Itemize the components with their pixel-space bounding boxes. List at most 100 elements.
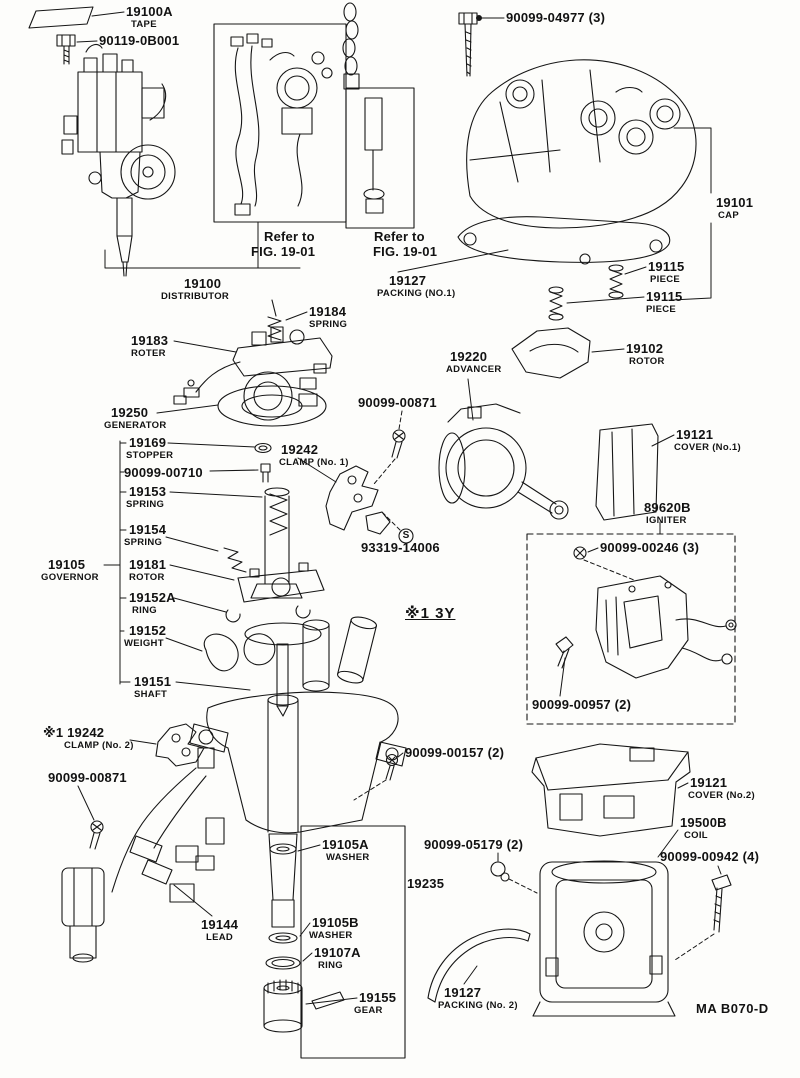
part-name: COIL [684,830,708,841]
grease-symbol [398,528,414,544]
part-name: LEAD [206,932,234,943]
part-name: STOPPER [126,450,174,461]
distributor-assembly [61,43,176,277]
part-number: 19153 [129,484,167,499]
bolt-00157-part [385,753,399,781]
part-name: WASHER [326,852,370,863]
rotor-19183-part [173,326,333,421]
refer-to-fig-1: Refer to FIG. 19-01 [251,229,315,259]
body-19235-box [300,825,406,1059]
label-spring-19154: 19154 SPRING [124,522,167,549]
label-packing-no2: 19127 PACKING (No. 2) [438,985,518,1012]
harness-box-2 [345,87,415,229]
label-screw-00957: 90099-00957 (2) [532,698,631,712]
label-packing-no1: 19127 PACKING (NO.1) [377,273,455,300]
bolt-90119-part [56,34,76,65]
label-body-19235: 19235 [407,877,444,891]
label-screw-00871-bottom: 90099-00871 [48,771,127,785]
cover-no2-part [531,743,691,837]
lead-19144-part [61,767,225,963]
packing-no2-part [427,928,531,1003]
part-number: 93319-14006 [361,540,440,555]
part-name: ROTOR [629,356,665,367]
part-number: 19169 [129,435,167,450]
label-spring-19153: 19153 SPRING [126,484,167,511]
label-screw-05179: 90099-05179 (2) [424,838,523,852]
label-ring-19152a: 19152A RING [129,590,176,617]
advancer-19220-part [438,403,569,520]
part-number: 19121 [690,775,728,790]
label-governor: 19105 GOVERNOR [41,557,99,584]
engine-note: ※1 3Y [405,605,456,622]
clamp-no1-part [325,465,391,535]
distributor-cap [466,59,697,229]
rotor-19102-part [511,327,591,379]
part-number: 90099-00871 [48,770,127,785]
clamp-no2-part [155,723,215,769]
part-name: WEIGHT [124,638,164,649]
grease-s-symbol: S [402,530,410,541]
label-screw-04977: 90099-04977 (3) [506,11,605,25]
part-name: CAP [718,210,739,221]
part-number: 19152A [129,590,176,605]
part-number: 19127 [444,985,482,1000]
part-name: GOVERNOR [41,572,99,583]
part-name: RING [132,605,157,616]
part-number: 90099-00710 [124,465,203,480]
label-screw-00157: 90099-00157 (2) [405,746,504,760]
part-name: PACKING (NO.1) [377,288,456,299]
bolt-04977-part [458,12,478,77]
part-number: 19154 [129,522,167,537]
coil-19500-part [532,860,676,1017]
part-name: ROTOR [129,572,165,583]
part-name: PIECE [646,304,677,315]
packing-no1-part [457,216,671,265]
part-number: 19100A [126,4,173,19]
piece-spring-1 [608,264,624,299]
label-screw-00871-top: 90099-00871 [358,396,437,410]
part-number: 19115 [646,289,683,304]
label-washer-19105b: 19105B WASHER [309,916,359,942]
label-weight-19152: 19152 WEIGHT [124,624,166,650]
grommet-05179-part [490,861,510,882]
part-name: WASHER [309,930,353,941]
housing-assembly [189,616,407,970]
label-roter-19183: 19183 ROTER [131,334,168,360]
part-number: ※1 19242 [43,725,105,740]
part-name: COVER (No.2) [688,790,755,801]
label-ring-19107a: 19107A RING [314,945,361,972]
part-name: SPRING [126,499,165,510]
leader-lines [76,11,722,1005]
label-rotor-19102: 19102 ROTOR [626,342,665,368]
part-name: ADVANCER [446,364,502,375]
part-number: 90099-00157 (2) [405,745,505,760]
label-rotor-19181: 19181 ROTOR [129,557,167,584]
refer-line2: FIG. 19-01 [251,244,316,259]
part-name: CLAMP (No. 1) [279,457,349,468]
dashed-leader-lines [353,410,715,961]
part-number: 19151 [134,674,172,689]
part-name: DISTRIBUTOR [161,291,230,302]
label-stopper: 19169 STOPPER [126,435,174,462]
part-number: 19181 [129,557,167,572]
part-number: 90099-00871 [358,395,437,410]
harness-box [213,23,347,223]
part-number: 19105 [48,557,86,572]
part-number: 90099-00957 (2) [532,697,632,712]
screw-00942-part [711,874,732,933]
refer-to-fig-2: Refer to FIG. 19-01 [373,229,437,259]
governor-stack [203,442,325,717]
part-number: 19107A [314,945,361,960]
label-cover-no1: 19121 COVER (No.1) [674,428,741,454]
part-number: 19127 [389,273,427,288]
chain-part [342,2,360,90]
part-number: 19101 [716,195,754,210]
label-screw-00710: 90099-00710 [124,466,203,480]
label-piece-2: 19115 PIECE [646,289,683,316]
label-grease-93319: 93319-14006 [361,541,440,555]
generator-19250-part [217,385,327,427]
label-advancer: 19220 ADVANCER [446,350,502,376]
label-screw-00246: 90099-00246 (3) [600,541,699,555]
label-cover-no2: 19121 COVER (No.2) [688,775,755,802]
